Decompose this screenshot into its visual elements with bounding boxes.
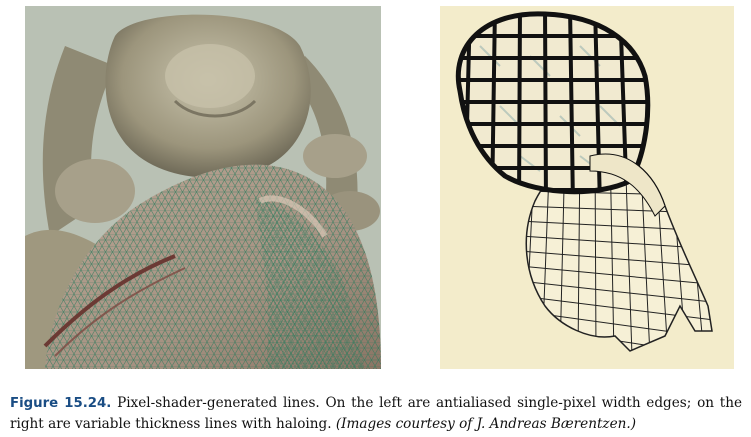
image-credit: (Images courtesy of J. Andreas Bærentzen… (335, 416, 637, 432)
caption-text: Pixel-shader-generated lines. On the lef… (10, 395, 742, 432)
figure-caption: Figure 15.24. Pixel-shader-generated lin… (10, 393, 742, 434)
antialiased-wireframe-render (25, 6, 381, 369)
figure-label: Figure 15.24. (10, 396, 112, 411)
right-render-image (440, 6, 734, 369)
variable-thickness-wireframe-render (440, 6, 734, 369)
left-render-image (25, 6, 381, 369)
